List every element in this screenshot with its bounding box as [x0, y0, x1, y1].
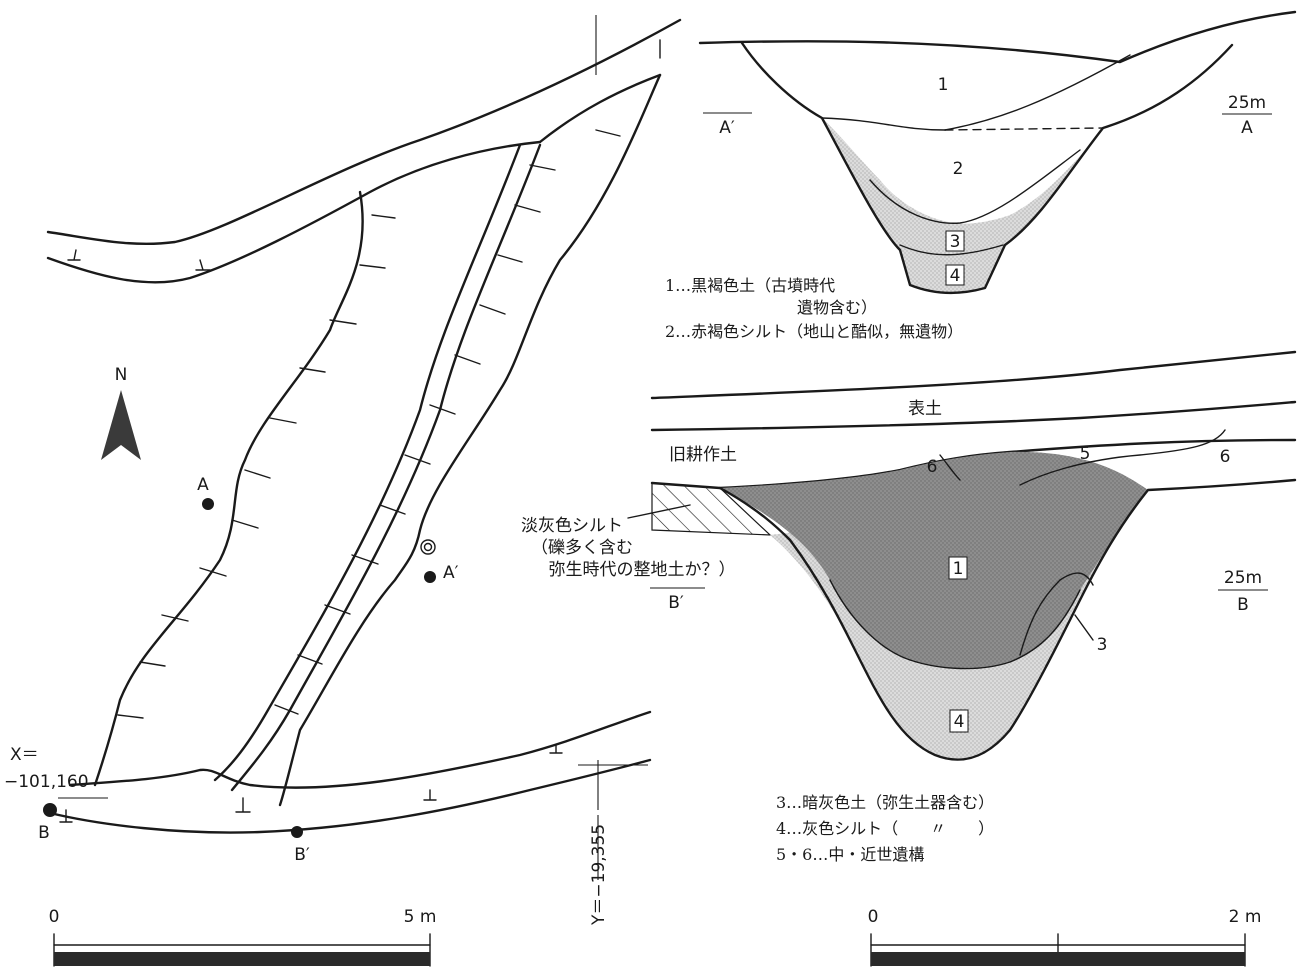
central-ditch-west — [213, 143, 522, 782]
section-a-right-label: A — [1241, 118, 1253, 138]
section-b-layer-4-label: 4 — [954, 712, 965, 732]
trench-east-edge — [278, 73, 662, 807]
section-b-legend-3: 3…暗灰色土（弥生土器含む） — [776, 793, 994, 812]
upper-channel-south-edge — [46, 140, 542, 284]
section-a-elevation: 25m — [1228, 93, 1266, 113]
section-b-legend-5-6: 5・6…中・近世遺構 — [776, 845, 924, 864]
section-a-layer-3-label: 3 — [950, 232, 961, 252]
section-a-legend-2: 2…赤褐色シルト（地山と酷似，無遺物） — [665, 322, 963, 341]
section-b-boundary-6 — [939, 454, 961, 481]
section-scale-bar — [870, 933, 1246, 967]
section-a-boundary-1-2-dashed — [944, 127, 1104, 131]
section-a-layer-4-label: 4 — [950, 266, 961, 286]
point-b-prime-marker — [291, 826, 303, 838]
section-a-layer-1-label: 1 — [938, 75, 949, 95]
section-b-layer-4-box — [949, 709, 969, 733]
section-a-layer-2-fill — [822, 118, 1103, 224]
plan-view: N A A′ B B′ X＝ −101,160 Y＝−19,355 0 5 m — [4, 15, 682, 967]
section-a-left-label: A′ — [719, 118, 735, 138]
point-b-label: B — [38, 823, 50, 843]
section-a-layer-3-box — [945, 230, 965, 252]
section-b-layer-5-label: 5 — [1080, 444, 1091, 464]
point-b-prime-label: B′ — [294, 845, 310, 865]
section-b-leader-3 — [1074, 614, 1094, 641]
plan-scale-end: 5 m — [404, 907, 437, 927]
plan-scale-bar — [53, 933, 431, 967]
section-b: 表土 旧耕作土 1 3 4 5 6 6 淡灰色シルト （礫多く含む 弥生時代の整… — [521, 350, 1297, 967]
trench-west-edge — [93, 190, 364, 787]
upper-channel-north-edge — [46, 18, 682, 246]
section-a: 1 2 3 4 A′ 25m A 1…黒褐色土（古墳時代 遺物含む） 2…赤褐色… — [665, 10, 1297, 341]
upper-channel-east-bank — [538, 73, 662, 144]
post-hole — [420, 539, 436, 555]
section-a-boundary-2-3 — [869, 149, 1081, 224]
section-b-layer-3-label: 3 — [1097, 635, 1108, 655]
section-scale-start: 0 — [868, 907, 879, 927]
section-b-topsoil-base — [650, 400, 1297, 432]
section-a-boundary-1-2 — [821, 117, 946, 131]
north-label: N — [115, 365, 128, 385]
section-b-legend-4: 4…灰色シルト（ 〃 ） — [776, 819, 994, 838]
lower-channel-north-edge — [68, 710, 652, 789]
section-a-boundary-3-4 — [899, 244, 1004, 256]
section-b-layer-1-fill — [720, 451, 1148, 669]
section-b-profile — [718, 478, 1297, 761]
slope-ticks — [117, 129, 621, 719]
post-hole-inner — [423, 542, 433, 552]
point-a-marker — [202, 498, 214, 510]
section-b-annotation-2: （礫多く含む — [531, 538, 633, 558]
section-a-boundary-1-upper — [944, 54, 1131, 131]
section-b-boundary-3 — [1019, 572, 1094, 656]
north-arrow-icon — [101, 390, 141, 460]
section-b-annotation-3: 弥生時代の整地土か？） — [549, 560, 736, 580]
section-b-old-soil-label: 旧耕作土 — [669, 445, 737, 465]
point-b-marker — [43, 803, 57, 817]
section-b-layer-1-box — [948, 556, 968, 580]
section-b-right-label: B — [1237, 595, 1249, 615]
section-a-profile — [740, 41, 1234, 295]
section-b-surface — [650, 350, 1297, 400]
section-b-annotation-1: 淡灰色シルト — [521, 516, 623, 536]
x-coordinate-label: X＝ — [10, 745, 39, 765]
lower-channel-south-edge — [48, 758, 652, 834]
point-a-prime-marker — [424, 571, 436, 583]
section-a-legend-1: 1…黒褐色土（古墳時代 — [665, 276, 835, 295]
section-a-ground-surface — [698, 10, 1297, 64]
point-a-prime-label: A′ — [443, 563, 459, 583]
section-b-layer-1-label: 1 — [953, 559, 964, 579]
section-a-layer-4-box — [945, 264, 965, 286]
section-b-layer-6b-label: 6 — [1220, 447, 1231, 467]
section-b-layer-6a-label: 6 — [927, 457, 938, 477]
section-b-boundary-1 — [829, 579, 1081, 670]
section-b-left-label: B′ — [668, 593, 684, 613]
section-a-legend-1-cont: 遺物含む） — [797, 298, 877, 317]
point-a-label: A — [197, 475, 209, 495]
section-b-elevation: 25m — [1224, 568, 1262, 588]
x-coordinate-value: −101,160 — [4, 772, 89, 792]
section-b-annotation-leader — [627, 504, 691, 519]
section-b-topsoil-label: 表土 — [908, 399, 942, 419]
section-b-boundary-5 — [1019, 429, 1226, 486]
bank-symbols — [59, 39, 661, 823]
y-coordinate-label: Y＝−19,355 — [589, 824, 609, 926]
section-scale-end: 2 m — [1229, 907, 1262, 927]
plan-scale-start: 0 — [49, 907, 60, 927]
section-a-layer-2-label: 2 — [953, 159, 964, 179]
